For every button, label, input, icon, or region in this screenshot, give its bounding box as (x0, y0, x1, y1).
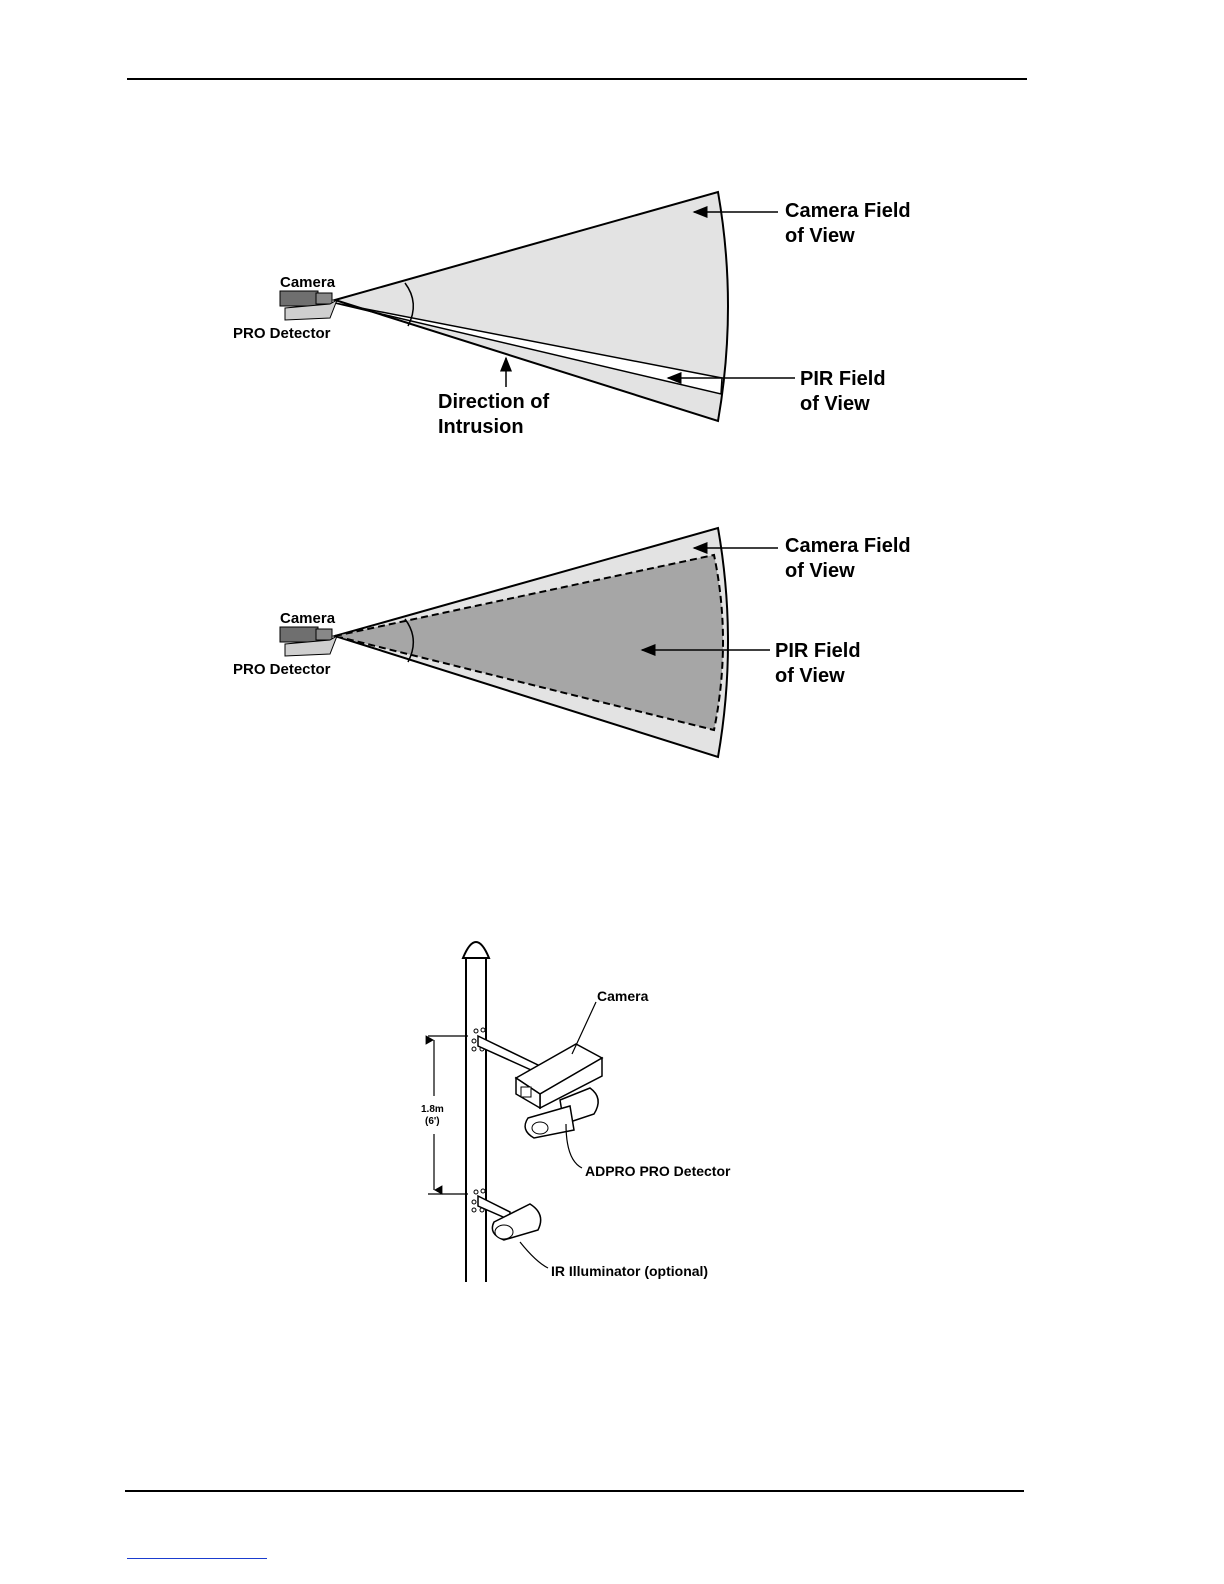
diagram-pole-mount: Camera ADPRO PRO Detector IR Illuminator… (0, 0, 1224, 1300)
height-label: 1.8m (421, 1104, 444, 1115)
camera-label: Camera (597, 988, 649, 1004)
detector-label: ADPRO PRO Detector (585, 1163, 731, 1179)
footer-rule (125, 1490, 1024, 1492)
pole (463, 942, 489, 1282)
footer-link[interactable] (127, 1558, 267, 1559)
height-label-2: (6') (425, 1116, 440, 1127)
illuminator-label: IR Illuminator (optional) (551, 1263, 708, 1279)
